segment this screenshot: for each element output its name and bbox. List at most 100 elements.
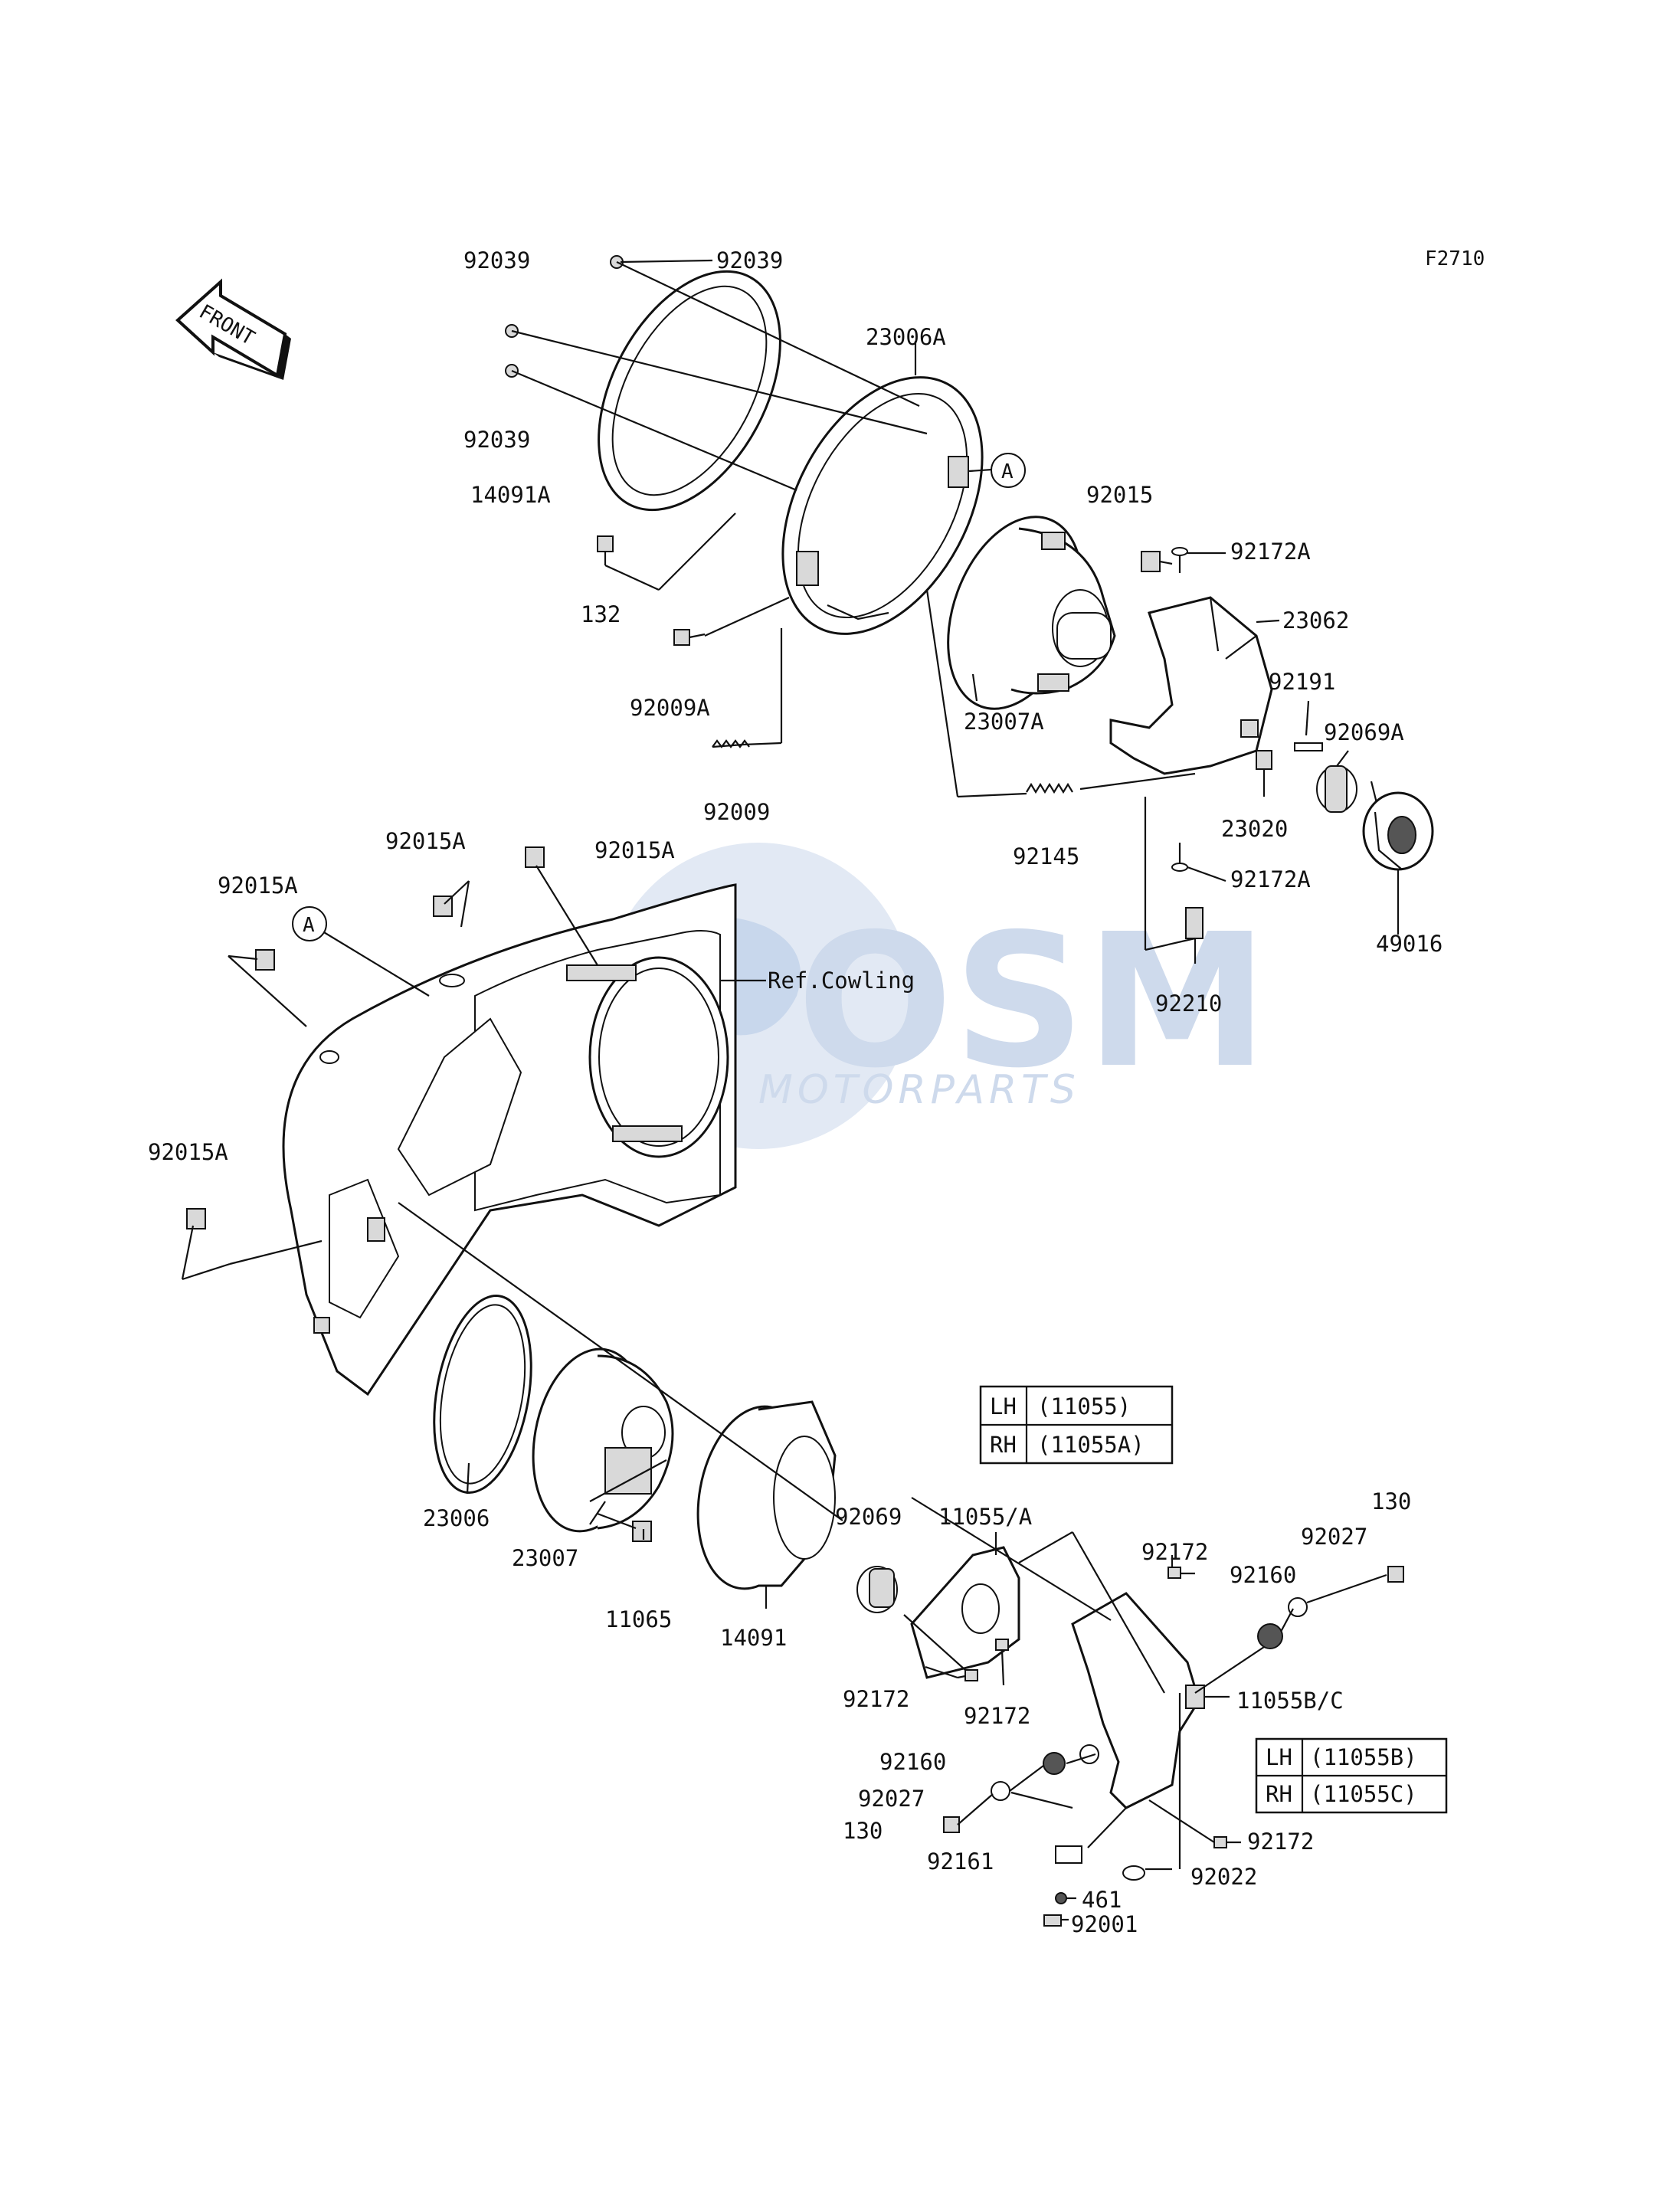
label-130-a: 130 [1371, 1488, 1411, 1514]
bulb-92069 [856, 1566, 898, 1613]
label-92172-d: 92172 [1247, 1829, 1314, 1855]
label-92001: 92001 [1071, 1911, 1138, 1937]
grommet-92022 [1122, 1865, 1145, 1881]
spring-92145 [1026, 782, 1073, 794]
label-130-b: 130 [843, 1818, 883, 1844]
leader-lines-cowling [181, 865, 766, 1281]
table-top-row2-part: (11055A) [1037, 1432, 1145, 1458]
diagram-code: F2710 [1425, 247, 1485, 270]
nut-92015A-4 [186, 1208, 206, 1229]
pin-92191 [1294, 742, 1323, 751]
screw-92009 [712, 739, 750, 748]
label-132: 132 [581, 601, 621, 627]
label-92160-a: 92160 [1230, 1562, 1296, 1588]
label-92172-c: 92172 [964, 1703, 1030, 1729]
screw-92172A-top [1171, 547, 1188, 573]
trim-ring-14091A [598, 270, 781, 512]
cowling [282, 883, 737, 1396]
svg-text:A: A [303, 914, 315, 937]
label-23006A: 23006A [866, 324, 946, 350]
label-92027-a: 92027 [1301, 1524, 1367, 1550]
label-92039-c: 92039 [463, 427, 530, 453]
boot-49016 [1362, 791, 1434, 871]
label-92039-a: 92039 [463, 247, 530, 273]
label-14091: 14091 [720, 1625, 787, 1651]
label-92145: 92145 [1013, 843, 1079, 869]
label-49016: 49016 [1376, 931, 1443, 957]
svg-text:A: A [1001, 460, 1014, 483]
reflector-14091 [696, 1400, 837, 1590]
trim-ring-23006 [433, 1295, 532, 1494]
label-92160-b: 92160 [879, 1749, 946, 1775]
label-92022: 92022 [1190, 1864, 1257, 1890]
table-top-row2-side: RH [990, 1432, 1017, 1458]
label-92015: 92015 [1086, 482, 1153, 508]
screw-92172A-bottom [1171, 843, 1188, 872]
label-92161: 92161 [927, 1848, 994, 1874]
label-92009: 92009 [703, 799, 770, 825]
nut-92015A-1 [255, 949, 275, 971]
table-bottom-row2-part: (11055C) [1310, 1781, 1417, 1807]
label-14091A: 14091A [470, 482, 551, 508]
front-arrow-icon: FRONT [175, 278, 291, 380]
label-92015A-2: 92015A [385, 828, 466, 854]
washer-92027-b [991, 1781, 1010, 1801]
bolt-132 [597, 535, 614, 565]
label-92027-b: 92027 [858, 1786, 925, 1812]
clip-23020 [1256, 750, 1272, 770]
nut-92015A-3 [525, 846, 545, 868]
screw-92172-d [1213, 1836, 1227, 1848]
watermark-subtitle: MOTORPARTS [758, 1067, 1080, 1113]
nut-461 [1055, 1892, 1067, 1904]
table-bottom-row1-part: (11055B) [1310, 1744, 1417, 1770]
leader-lines-bottom [398, 1202, 1387, 1921]
table-bottom-row1-side: LH [1266, 1744, 1292, 1770]
nut-92015 [1141, 551, 1161, 572]
bracket-ring-23006A [781, 376, 984, 635]
table-top-row1-side: LH [990, 1393, 1017, 1419]
variant-table-11055BC: LH (11055B) RH (11055C) [1255, 1737, 1448, 1814]
callout-a-top: A [991, 453, 1026, 488]
screw-92172-b [964, 1669, 978, 1681]
label-11055A: 11055/A [938, 1504, 1032, 1530]
screw-92001 [1043, 1914, 1062, 1927]
label-23062: 23062 [1282, 607, 1349, 634]
label-23020: 23020 [1221, 816, 1288, 842]
label-92172-a: 92172 [1141, 1539, 1208, 1565]
label-92191: 92191 [1269, 669, 1335, 695]
screw-92172-a [1167, 1567, 1181, 1579]
variant-table-11055: LH (11055) RH (11055A) [979, 1385, 1174, 1465]
bolt-130-a [1387, 1566, 1404, 1583]
cover-23062 [1109, 596, 1273, 775]
label-92210: 92210 [1155, 990, 1222, 1017]
bolt-130-b [943, 1816, 960, 1833]
label-23007A: 23007A [964, 709, 1044, 735]
cap-92161 [1055, 1845, 1082, 1864]
label-92172-b: 92172 [843, 1686, 909, 1712]
table-top-row1-part: (11055) [1037, 1393, 1131, 1419]
callout-a-cowling: A [292, 906, 327, 941]
ref-cowling-label: Ref.Cowling [768, 968, 915, 994]
washer-92027-a [1288, 1597, 1308, 1617]
label-11065: 11065 [605, 1606, 672, 1632]
table-bottom-row2-side: RH [1266, 1781, 1292, 1807]
label-92172A-top: 92172A [1230, 539, 1311, 565]
screw-92172-c [995, 1639, 1009, 1651]
headlight-body-23007 [532, 1347, 674, 1533]
bracket-92210 [1185, 907, 1204, 939]
nut-92015A-2 [433, 895, 453, 917]
label-23006: 23006 [423, 1505, 490, 1531]
label-92015A-4: 92015A [148, 1139, 228, 1165]
washer-92160-b [1043, 1752, 1066, 1775]
bulb-92069A [1316, 765, 1380, 813]
label-92172A-bottom: 92172A [1230, 866, 1311, 892]
label-92069: 92069 [835, 1504, 902, 1530]
label-92015A-3: 92015A [594, 837, 675, 863]
label-461: 461 [1082, 1887, 1122, 1913]
label-92069A: 92069A [1324, 719, 1404, 745]
washer-92160-a [1257, 1623, 1283, 1649]
bracket-11055BC [1071, 1592, 1205, 1809]
label-92015A-1: 92015A [218, 873, 298, 899]
leader-lines-top [511, 259, 1400, 964]
